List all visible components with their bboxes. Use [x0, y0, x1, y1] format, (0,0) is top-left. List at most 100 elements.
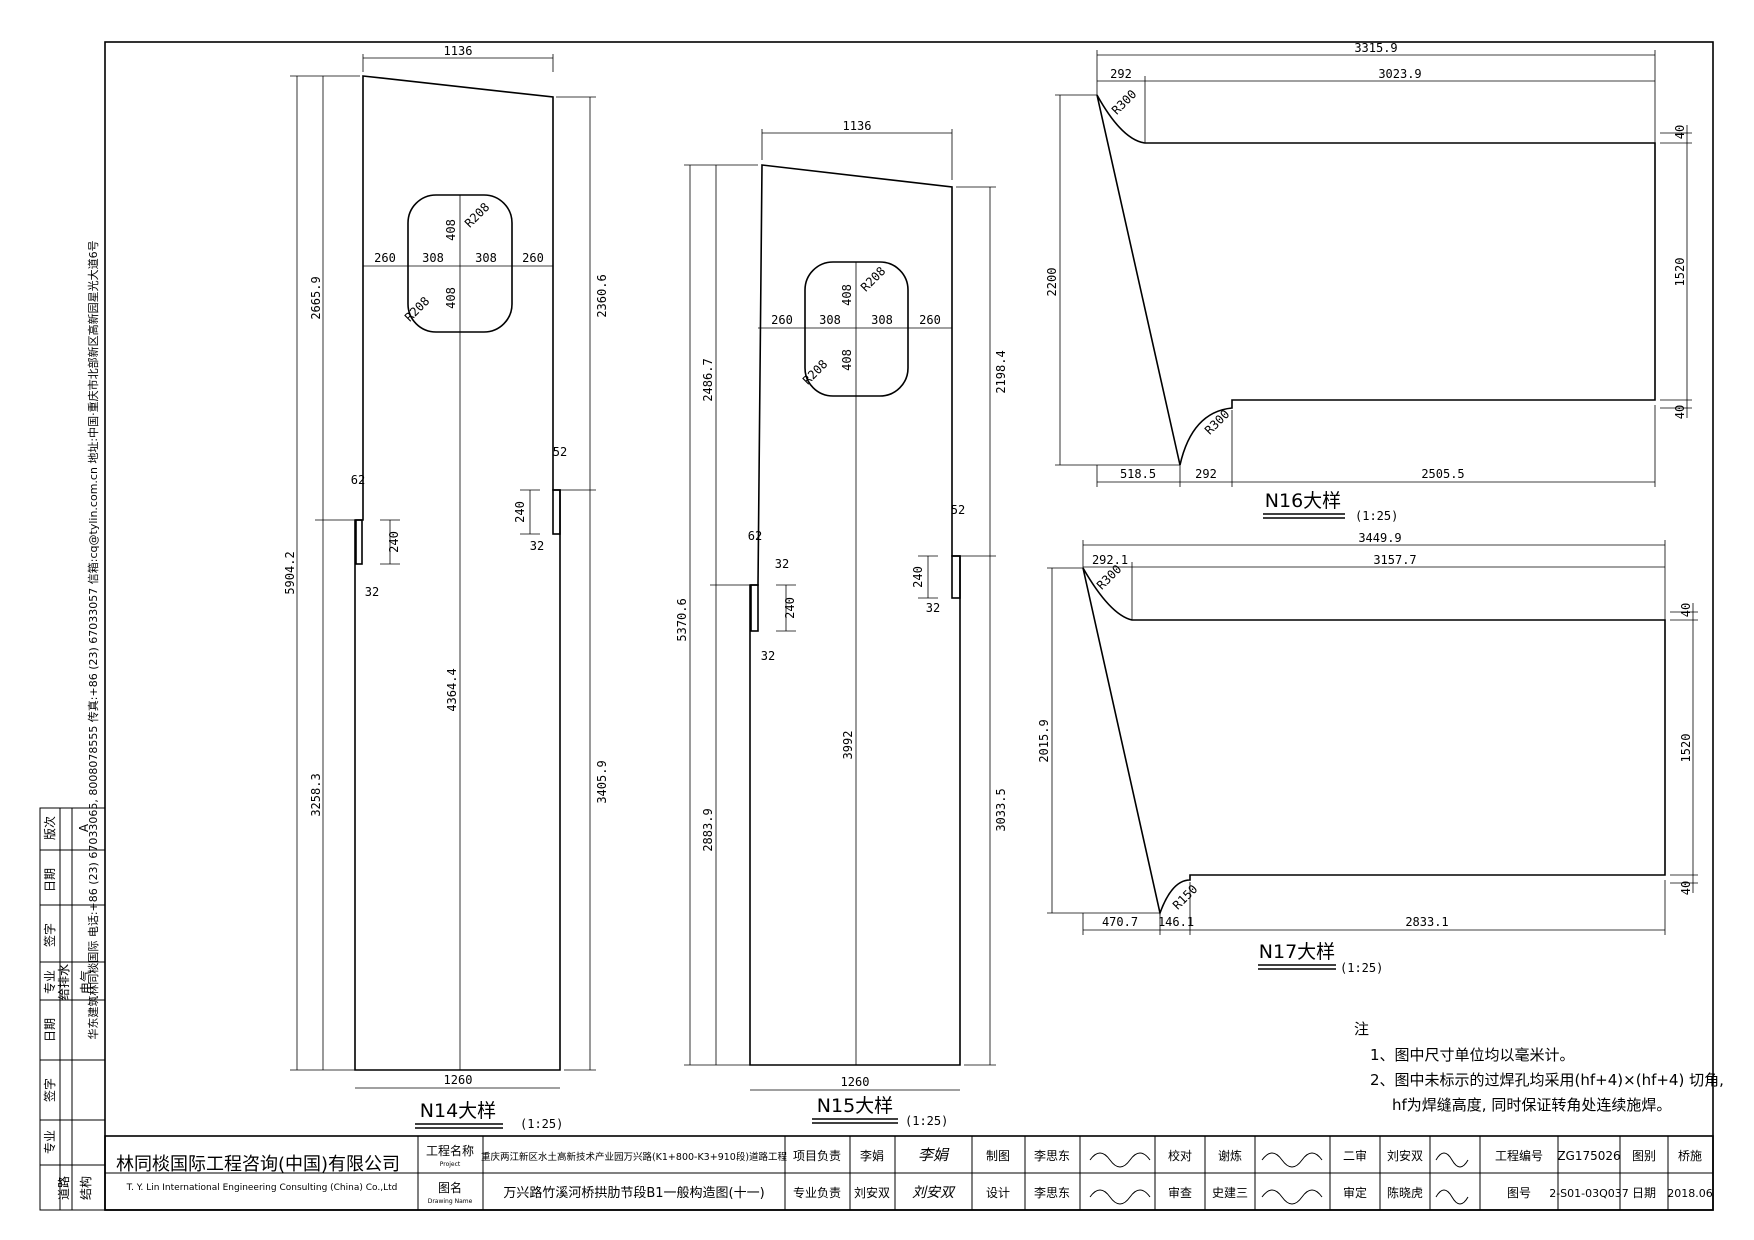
left-sidebar: 华东建筑林同棪国际 电话:+86 (23) 67033065, 80080785… — [39, 240, 106, 1211]
n16-dim-text: 3315.9 — [1354, 41, 1397, 55]
n15-dim-text: 308 — [871, 313, 893, 327]
n15-dim-text: 2883.9 — [701, 808, 715, 851]
n14-dim-text: 308 — [422, 251, 444, 265]
revision-value: A — [77, 823, 91, 832]
project-lead-signature: 李娟 — [918, 1146, 950, 1164]
n15-dim-text: 240 — [911, 566, 925, 588]
n17-title: N17大样 — [1259, 941, 1335, 963]
n17-dim-text: 3157.7 — [1373, 553, 1416, 567]
drawing-label: 图名 — [438, 1180, 462, 1195]
sidebar-cell: 日期 — [43, 1018, 57, 1042]
n15-dim-text: 2198.4 — [994, 350, 1008, 393]
n15-dim-text: 32 — [761, 649, 775, 663]
discipline-lead: 刘安双 — [854, 1185, 890, 1200]
company-address-text: 华东建筑林同棪国际 电话:+86 (23) 67033065, 80080785… — [86, 240, 100, 1039]
revision-label: 版次 — [43, 816, 57, 840]
sidebar-cell: 道路 — [56, 1176, 71, 1200]
review2-by: 刘安双 — [1387, 1148, 1423, 1163]
n14-left-notch — [355, 519, 363, 565]
n15-dim-text: 308 — [819, 313, 841, 327]
n14-dim-text: 240 — [387, 531, 401, 553]
n14-dim-text: 3405.9 — [595, 760, 609, 803]
notes-line-2: 2、图中未标示的过焊孔均采用(hf+4)×(hf+4) 切角, — [1370, 1071, 1724, 1089]
n16-dim-text: 3023.9 — [1378, 67, 1421, 81]
n14-dim-text: 32 — [365, 585, 379, 599]
n14-dim-text: 260 — [374, 251, 396, 265]
sidebar-cell: 专业 — [42, 970, 57, 994]
n15-detail: 1136 1260 5370.6 2486.7 2883.9 3992 2198… — [675, 119, 1008, 1128]
check-label: 校对 — [1168, 1148, 1192, 1163]
date-label: 日期 — [1632, 1186, 1656, 1200]
n14-dim-text: 408 — [444, 219, 458, 241]
n14-dim-text: 62 — [351, 473, 365, 487]
n17-scale: (1:25) — [1340, 961, 1383, 975]
n15-plate-outline — [749, 164, 961, 1066]
sort-label: 图别 — [1632, 1149, 1656, 1163]
date-value: 2018.06 — [1667, 1187, 1713, 1200]
sidebar-cell: 日期 — [43, 868, 57, 892]
n14-right-notch — [552, 489, 561, 535]
drawing-frame — [104, 41, 1714, 1211]
n14-dim-text: R208 — [402, 294, 432, 324]
n17-dim-text: 2833.1 — [1405, 915, 1448, 929]
company-name-cn: 林同棪国际工程咨询(中国)有限公司 — [116, 1154, 400, 1175]
n17-detail: 3449.9 292.1 3157.7 2015.9 R300 R150 40 … — [1037, 531, 1698, 975]
drawn-label: 制图 — [986, 1149, 1010, 1163]
n14-dim-text: 2360.6 — [595, 274, 609, 317]
review2-signature — [1435, 1152, 1469, 1168]
n16-dim-text: R300 — [1109, 87, 1139, 117]
n15-dim-text: 32 — [775, 557, 789, 571]
n17-dim-text: 1520 — [1679, 734, 1693, 763]
n15-dim-text: 260 — [771, 313, 793, 327]
n16-dim-text: 2505.5 — [1421, 467, 1464, 481]
n14-detail: 1136 1260 5904.2 2665.9 3258.3 4364.4 23… — [283, 44, 609, 1131]
notes-line-1: 1、图中尺寸单位均以毫米计。 — [1370, 1046, 1575, 1064]
n14-dim-text: 5904.2 — [283, 551, 297, 594]
notes-line-3: hf为焊缝高度, 同时保证转角处连续施焊。 — [1392, 1096, 1671, 1114]
approve-label: 审定 — [1343, 1185, 1367, 1200]
n16-dim-text: R300 — [1202, 407, 1232, 437]
n15-title: N15大样 — [817, 1095, 893, 1117]
n16-dim-text: 518.5 — [1120, 467, 1156, 481]
project-lead-label: 项目负责 — [793, 1149, 841, 1163]
design-by: 李思东 — [1034, 1185, 1070, 1200]
n15-dim-text: 52 — [951, 503, 965, 517]
n14-scale: (1:25) — [520, 1117, 563, 1131]
n14-dim-text: 32 — [530, 539, 544, 553]
check-signature — [1261, 1152, 1323, 1168]
n14-dim-text: 308 — [475, 251, 497, 265]
n16-detail: 3315.9 292 3023.9 2200 R300 R300 40 1520… — [1045, 41, 1692, 523]
n14-dim-text: 2665.9 — [309, 276, 323, 319]
examine-label: 审查 — [1168, 1185, 1192, 1200]
n17-plate-outline — [1082, 567, 1666, 916]
n14-dim-text: 260 — [522, 251, 544, 265]
n15-left-notch — [750, 584, 759, 632]
discipline-lead-signature: 刘安双 — [912, 1185, 956, 1201]
n15-dim-text: 1136 — [843, 119, 872, 133]
n15-dim-text: 2486.7 — [701, 358, 715, 401]
examine-by: 史建三 — [1212, 1186, 1248, 1200]
n15-dim-text: 62 — [748, 529, 762, 543]
drawn-signature — [1089, 1152, 1151, 1168]
sidebar-cell: 结构 — [78, 1176, 93, 1200]
sidebar-cell: 电气 — [78, 970, 93, 994]
check-by: 谢炼 — [1218, 1148, 1242, 1163]
n14-dim-text: 240 — [513, 501, 527, 523]
project-no-label: 工程编号 — [1495, 1148, 1543, 1163]
sidebar-cell: 给排水 — [57, 964, 71, 1000]
n16-scale: (1:25) — [1355, 509, 1398, 523]
n15-right-notch — [951, 555, 961, 599]
n16-dim-text: 40 — [1673, 125, 1687, 139]
review2-label: 二审 — [1343, 1148, 1367, 1163]
n14-dim-text: 408 — [444, 287, 458, 309]
n16-plate-outline — [1096, 94, 1656, 466]
n14-dim-text: 3258.3 — [309, 773, 323, 816]
n15-dim-text: R208 — [858, 264, 888, 294]
n15-dim-text: 240 — [783, 597, 797, 619]
drawing-name: 万兴路竹溪河桥拱肋节段B1一般构造图(十一) — [503, 1185, 764, 1201]
project-no: ZG175026 — [1557, 1149, 1620, 1163]
approve-signature — [1435, 1189, 1469, 1205]
project-label: 工程名称 — [426, 1143, 474, 1158]
n15-dim-text: 3033.5 — [994, 788, 1008, 831]
